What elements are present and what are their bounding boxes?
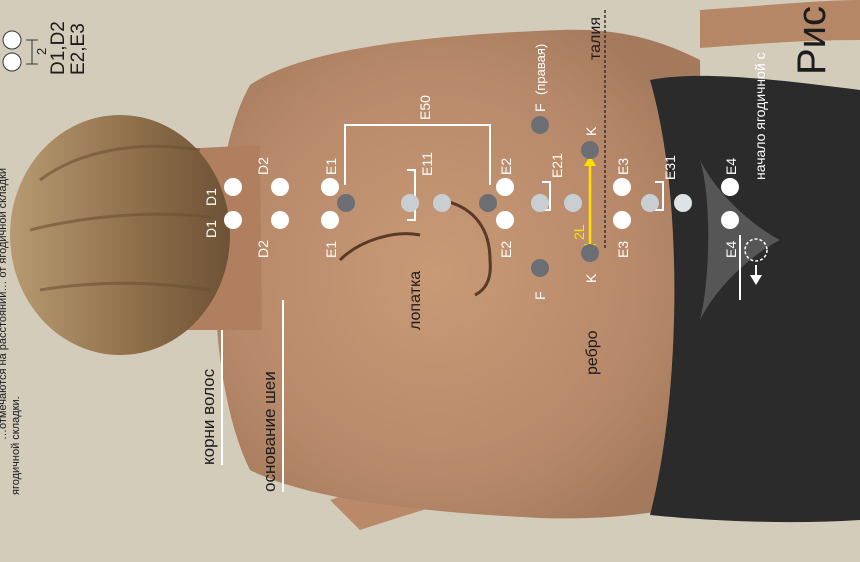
label-d2-a: D2 [255, 157, 271, 175]
label-d2-b: D2 [255, 240, 271, 258]
point-e11-left [401, 194, 419, 212]
point-f-left [531, 259, 549, 277]
point-f-right [531, 116, 549, 134]
label-k-left: K [583, 273, 599, 283]
point-k-right [581, 141, 599, 159]
label-e31: E31 [662, 155, 678, 180]
point-d2-right [271, 211, 289, 229]
gluteal-label: начало ягодичной с [752, 52, 768, 180]
point-e21-right [564, 194, 582, 212]
label-e4-b: E4 [723, 241, 739, 258]
point-e4-left [721, 178, 739, 196]
right-note: (правая) [533, 44, 548, 95]
label-e11: E11 [419, 152, 435, 176]
label-e2-b: E2 [498, 241, 514, 258]
label-d1-b: D1 [203, 220, 219, 238]
legend-circle-1 [3, 31, 21, 49]
point-e3-left [613, 178, 631, 196]
label-e50: E50 [417, 95, 433, 120]
point-e31-right [674, 194, 692, 212]
point-e1-right [321, 211, 339, 229]
label-f-left: F [532, 291, 548, 300]
label-e1-a: E1 [323, 158, 339, 175]
legend-line-2: E2,E3 [68, 23, 89, 75]
point-e3-right [613, 211, 631, 229]
point-e11-right [433, 194, 451, 212]
torso [215, 30, 705, 519]
point-e1-left [321, 178, 339, 196]
label-e3-b: E3 [615, 241, 631, 258]
header-text-2: ягодичной складки. [10, 396, 22, 495]
legend-circle-2 [3, 53, 21, 71]
label-2l: 2L [571, 224, 587, 240]
point-k-left [581, 244, 599, 262]
point-e2-left [496, 178, 514, 196]
label-e21: E21 [549, 153, 565, 178]
point-d1-left [224, 178, 242, 196]
point-e2-right [496, 211, 514, 229]
point-e50-bottom [479, 194, 497, 212]
point-e50-top [337, 194, 355, 212]
rib-label: ребро [584, 330, 601, 375]
neck-base-label: основание шеи [260, 371, 279, 492]
point-d2-left [271, 178, 289, 196]
label-k-right: K [583, 126, 599, 136]
scapula-label: лопатка [407, 271, 424, 330]
point-e4-right [721, 211, 739, 229]
header-text-1: …отмечаются на расстоянии… от ягодичной … [0, 168, 9, 440]
label-e3-a: E3 [615, 158, 631, 175]
legend-marker: 2 [34, 48, 49, 55]
label-f-right: F [532, 103, 548, 112]
point-e31-left [641, 194, 659, 212]
figure-label: Рис [790, 6, 834, 75]
label-e4-a: E4 [723, 158, 739, 175]
label-e1-b: E1 [323, 241, 339, 258]
label-e2-a: E2 [498, 158, 514, 175]
label-d1-a: D1 [203, 188, 219, 206]
point-d1-right [224, 211, 242, 229]
legend-line-1: D1,D2 [48, 21, 69, 75]
waist-label: талия [587, 17, 604, 60]
hair-roots-label: корни волос [199, 368, 218, 465]
point-e21-left [531, 194, 549, 212]
